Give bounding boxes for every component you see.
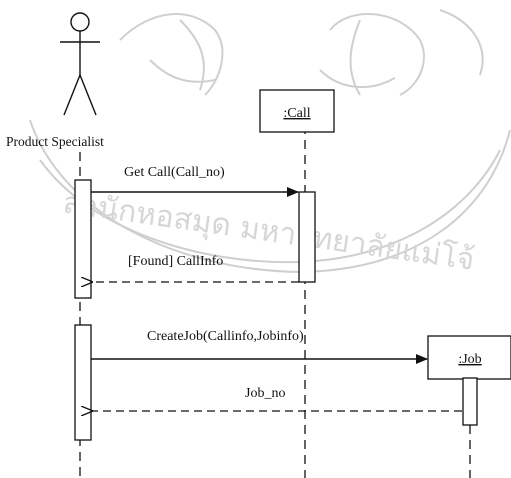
actor-figure	[60, 12, 100, 116]
object-label-call: :Call	[283, 106, 310, 121]
watermark-text: สำนักหอสมุด มหาวิทยาลัยแม่โจ้	[61, 184, 477, 278]
object-label-job: :Job	[458, 352, 481, 367]
message-label-create-job: CreateJob(Callinfo,Jobinfo)	[147, 329, 304, 344]
activation-actor-1	[74, 179, 92, 299]
actor-leg-right	[79, 74, 97, 116]
activation-call	[298, 191, 316, 283]
actor-leg-left	[63, 74, 81, 116]
message-label-get-call: Get Call(Call_no)	[124, 165, 225, 180]
activation-job	[462, 377, 478, 426]
object-box-job	[427, 335, 511, 380]
message-label-found: [Found] CallInfo	[128, 254, 223, 269]
actor-head	[70, 12, 90, 32]
message-label-job-no: Job_no	[245, 386, 285, 401]
actor-name: Product Specialist	[6, 134, 104, 149]
object-box-call	[259, 89, 335, 133]
activation-actor-2	[74, 324, 92, 441]
